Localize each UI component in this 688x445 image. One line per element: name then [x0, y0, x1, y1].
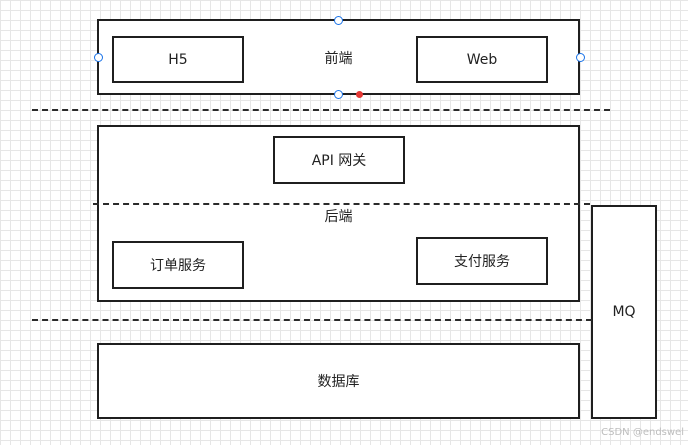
- watermark: CSDN @endswel: [601, 427, 684, 438]
- database-node[interactable]: 数据库: [97, 343, 580, 419]
- h5-node[interactable]: H5: [112, 36, 244, 83]
- layer-separator-1: [32, 109, 610, 111]
- order-service-node[interactable]: 订单服务: [112, 241, 244, 289]
- selection-handle-top[interactable]: [334, 16, 343, 25]
- backend-label: 后端: [324, 209, 353, 225]
- api-gateway-node[interactable]: API 网关: [273, 136, 405, 184]
- selection-handle-right[interactable]: [576, 53, 585, 62]
- mq-node[interactable]: MQ: [591, 205, 657, 419]
- backend-inner-separator: [93, 203, 590, 205]
- selection-handle-bottom[interactable]: [334, 90, 343, 99]
- rotation-handle[interactable]: [356, 91, 363, 98]
- payment-service-node[interactable]: 支付服务: [416, 237, 548, 285]
- frontend-label: 前端: [324, 51, 353, 67]
- web-node[interactable]: Web: [416, 36, 548, 83]
- layer-separator-2: [32, 319, 592, 321]
- selection-handle-left[interactable]: [94, 53, 103, 62]
